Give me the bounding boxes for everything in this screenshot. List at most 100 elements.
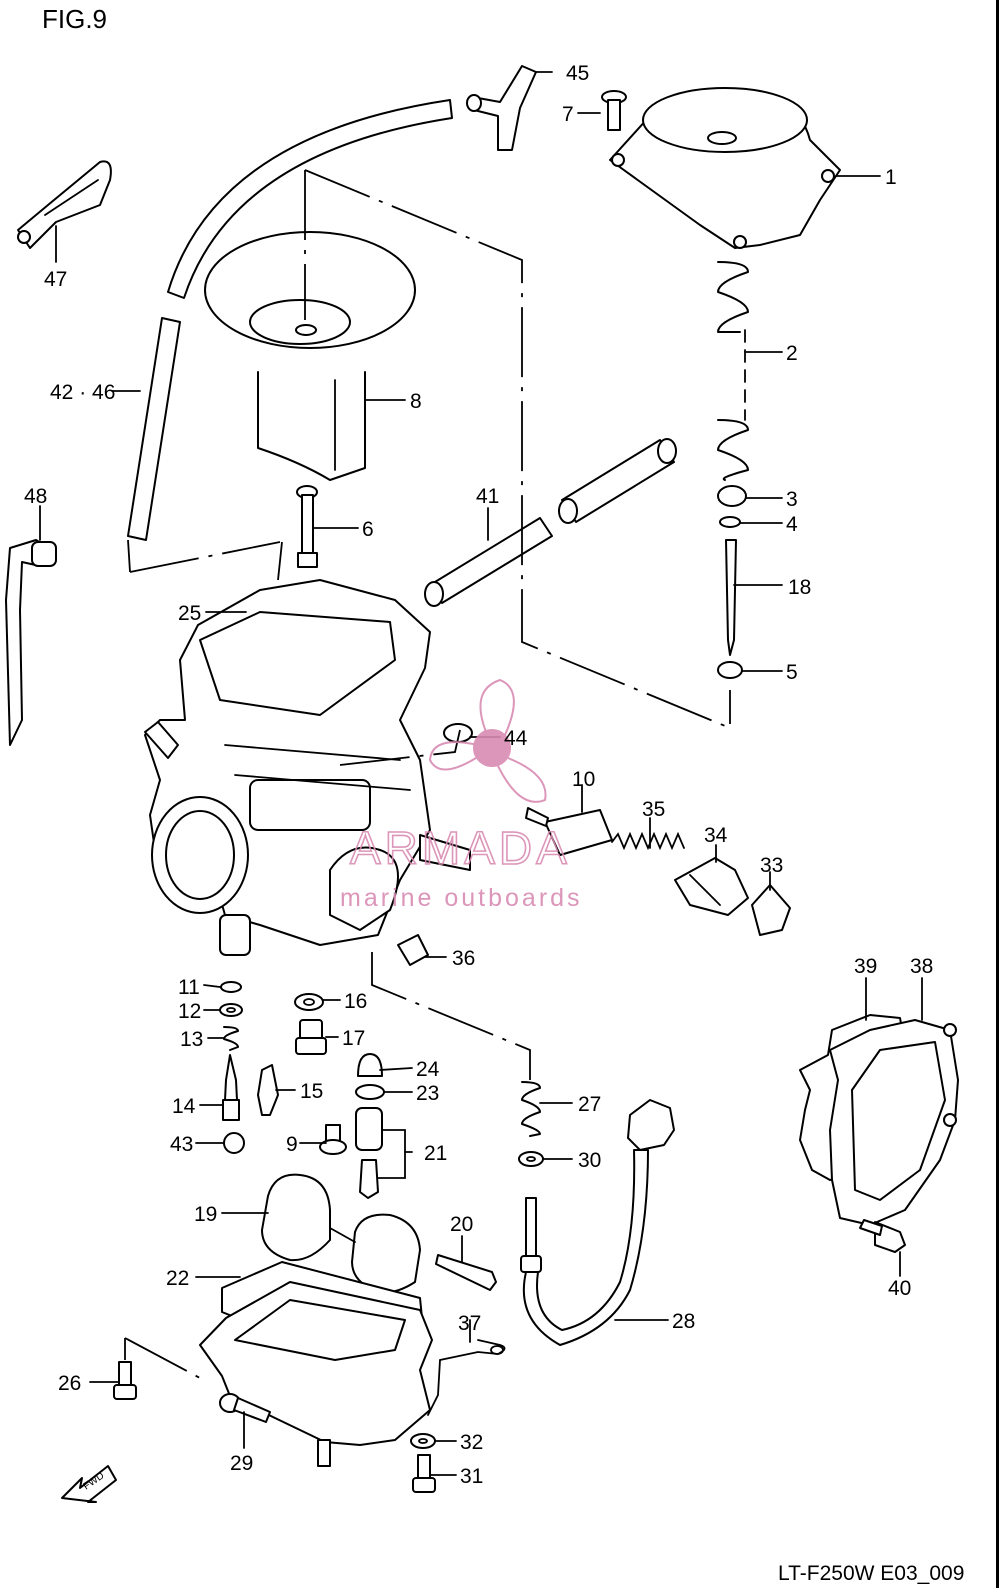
right-frame-border	[996, 0, 999, 1588]
part-33-cap	[751, 884, 791, 936]
part-29-screw	[219, 1393, 271, 1423]
watermark-tagline: marine outboards	[340, 884, 583, 912]
callout-44: 44	[504, 727, 528, 750]
part-20-pin	[435, 1254, 497, 1291]
part-18-jet-needle	[725, 539, 737, 656]
part-34-starter-nut	[674, 857, 749, 916]
callout-34: 34	[704, 824, 728, 847]
part-27-spring	[521, 1081, 541, 1137]
part-32-washer	[410, 1433, 436, 1449]
part-1-top-cover	[609, 87, 841, 249]
callout-37: 37	[458, 1312, 481, 1335]
part-3-retainer	[717, 485, 747, 507]
assembly-lines	[124, 169, 731, 1379]
part-8-diaphragm-piston	[204, 231, 416, 481]
callout-9: 9	[286, 1133, 298, 1156]
callout-33: 33	[760, 854, 783, 877]
watermark: ARMADA marine outboards	[340, 678, 583, 912]
callout-23: 23	[416, 1082, 439, 1105]
part-2-spring	[717, 261, 749, 481]
part-24-cap	[357, 1053, 383, 1077]
part-41-hose	[424, 438, 677, 607]
callout-28: 28	[672, 1310, 695, 1333]
callout-43: 43	[170, 1133, 193, 1156]
callout-18: 18	[788, 576, 811, 599]
part-23-o-ring	[355, 1084, 385, 1100]
part-30-washer	[518, 1151, 544, 1167]
part-7-screw	[601, 90, 627, 131]
callout-22: 22	[166, 1267, 189, 1290]
callout-36: 36	[452, 947, 475, 970]
carburetor-body	[144, 579, 471, 956]
callout-47: 47	[44, 268, 67, 291]
callout-30: 30	[578, 1149, 601, 1172]
callout-48: 48	[24, 485, 47, 508]
part-28-throttle-cable	[520, 1099, 675, 1346]
callout-17: 17	[342, 1027, 365, 1050]
part-9-screw	[319, 1124, 347, 1155]
part-37-clamp	[427, 1339, 506, 1416]
callout-15: 15	[300, 1080, 323, 1103]
part-13-spring	[223, 1026, 239, 1051]
part-5-washer	[717, 661, 743, 679]
callout-45: 45	[566, 62, 589, 85]
watermark-brand: ARMADA	[350, 822, 571, 874]
float-bowl	[199, 1281, 433, 1467]
watermark-propeller-logo	[428, 678, 547, 803]
callout-41: 41	[476, 485, 499, 508]
figure-code: LT-F250W E03_009	[778, 1562, 964, 1585]
callout-13: 13	[180, 1028, 203, 1051]
callout-26: 26	[58, 1372, 81, 1395]
callout-24: 24	[416, 1058, 440, 1081]
part-35-spring	[611, 831, 685, 851]
part-4-clip	[719, 516, 741, 528]
part-48-vent-tube	[5, 539, 57, 746]
figure-title: FIG.9	[42, 4, 107, 34]
part-31-screw	[412, 1454, 436, 1493]
part-45-tee-fitting	[466, 65, 537, 151]
callout-20: 20	[450, 1213, 473, 1236]
callout-10: 10	[572, 768, 595, 791]
part-17-main-jet	[295, 1019, 327, 1055]
callout-29: 29	[230, 1452, 253, 1475]
callout-3: 3	[786, 488, 798, 511]
callout-38: 38	[910, 955, 933, 978]
part-42-46-hose	[127, 99, 453, 541]
callout-21: 21	[424, 1142, 447, 1165]
part-26-screw	[113, 1361, 137, 1400]
part-36-plug	[397, 934, 429, 966]
callout-6: 6	[362, 518, 374, 541]
callout-1: 1	[885, 166, 897, 189]
part-43-plug	[223, 1132, 245, 1154]
part-11-washer	[220, 981, 242, 993]
part-40-bolt	[859, 1219, 906, 1253]
callout-19: 19	[194, 1203, 217, 1226]
callout-2: 2	[786, 342, 798, 365]
callout-16: 16	[344, 990, 367, 1013]
callout-27: 27	[578, 1093, 601, 1116]
callout-39: 39	[854, 955, 877, 978]
callout-42-46: 42 · 46	[50, 381, 115, 404]
part-15-pilot-jet	[257, 1064, 279, 1116]
callout-35: 35	[642, 798, 665, 821]
fwd-arrow: FWD	[61, 1465, 117, 1503]
callout-14: 14	[172, 1095, 196, 1118]
callout-11: 11	[178, 976, 200, 999]
callouts: 1 2 3 4 5 6 7 8 9 10 11 12 13 14 15 16 1…	[24, 62, 933, 1488]
callout-7: 7	[562, 103, 574, 126]
part-14-pilot-screw	[222, 1054, 240, 1121]
callout-32: 32	[460, 1431, 483, 1454]
callout-4: 4	[786, 513, 798, 536]
part-38-cover	[829, 1019, 959, 1226]
callout-5: 5	[786, 661, 798, 684]
part-6-needle-jet	[296, 485, 318, 568]
part-12-washer	[219, 1003, 243, 1017]
callout-8: 8	[410, 390, 422, 413]
part-10-plunger	[525, 807, 613, 856]
part-47-bracket	[17, 160, 112, 249]
part-21-needle-valve	[355, 1107, 383, 1199]
callout-25: 25	[178, 602, 201, 625]
callout-31: 31	[460, 1465, 483, 1488]
